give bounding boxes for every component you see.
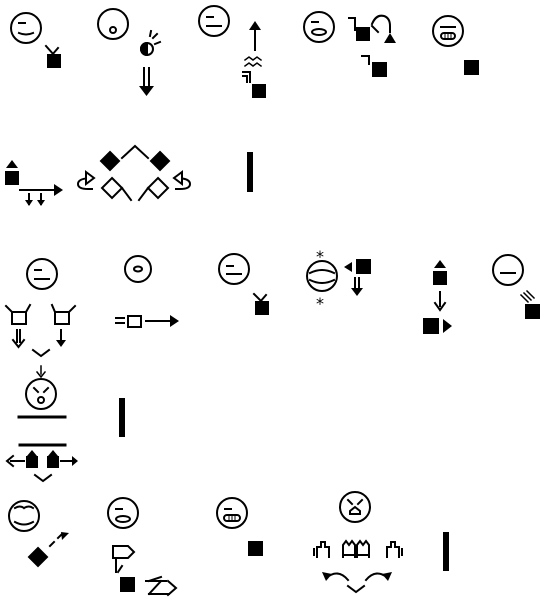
bent-hand-icon (361, 55, 387, 77)
hand-with-arrow-icon (344, 259, 371, 274)
small-chevron-icon (31, 348, 51, 358)
face-icon (26, 258, 58, 290)
sign-2-2 (76, 144, 192, 202)
arrows-left-right-icon (5, 454, 78, 468)
open-hand-right-icon (50, 303, 77, 325)
sign-1-1 (10, 12, 61, 68)
fist-hand-icon (248, 541, 263, 556)
sign-3-2 (115, 255, 179, 328)
sign-4-3 (216, 497, 263, 556)
sign-4-1 (8, 500, 69, 568)
hand-with-arrow-icon (115, 559, 135, 592)
double-arrow-down-icon (351, 277, 363, 296)
diamond-outline-left-icon (100, 176, 133, 202)
bent-hand-icon (242, 71, 266, 98)
face-icon (198, 5, 230, 37)
sign-1-4 (303, 11, 396, 77)
curved-arrow-right-icon (172, 170, 192, 190)
sign-3-4: * * (306, 247, 371, 313)
face-icon (303, 11, 335, 43)
small-chevron-icon (33, 473, 53, 483)
small-arrow-down-icon (35, 365, 47, 379)
small-chevron-icon (346, 584, 366, 594)
face-with-brows-icon (306, 260, 338, 292)
arrow-up-icon (249, 21, 261, 51)
hand-shape-icon (433, 260, 447, 285)
sign-3-6 (492, 254, 540, 319)
arrow-right-icon (145, 315, 179, 327)
curved-arrows-apart-icon (322, 572, 392, 582)
hand-with-lines-icon (115, 315, 142, 328)
hand-shape-icon (5, 160, 19, 185)
arrows-down-pair-icon (11, 329, 66, 349)
hand-with-spread-fingers-icon (44, 44, 61, 68)
face-icon (124, 255, 152, 283)
hand-with-spread-fingers-icon (252, 292, 269, 315)
asterisk-top-icon: * (316, 247, 324, 266)
open-hand-left-icon (4, 303, 32, 325)
surprised-face-icon (25, 378, 57, 410)
zigzag-arrow-icon (145, 575, 178, 597)
diamond-hand-icon (27, 546, 49, 568)
chevron-link-icon (120, 144, 150, 160)
curved-arrow-left-icon (76, 170, 96, 190)
fist-hand-icon (464, 60, 479, 75)
sentence-bar (443, 532, 449, 571)
asterisk-bottom-icon: * (316, 294, 324, 313)
sign-4-2 (107, 497, 178, 597)
diamond-outline-right-icon (137, 176, 170, 202)
face-icon (107, 497, 139, 529)
face-icon (218, 253, 250, 285)
face-with-brows-icon (8, 500, 40, 532)
long-arrow-right-icon (19, 184, 63, 196)
face-icon (10, 12, 42, 44)
sign-1-5 (432, 15, 479, 75)
sentence-bar (247, 152, 253, 192)
dotted-arrow-up-right-icon (48, 532, 69, 548)
face-with-teeth-icon (432, 15, 464, 47)
pointing-hand-icon (112, 545, 136, 559)
diamond-filled-right-icon (149, 150, 171, 172)
sign-1-2 (97, 8, 162, 96)
circling-arrow-icon (370, 14, 396, 43)
sign-1-3 (198, 5, 266, 98)
double-arrow-down-icon (139, 67, 154, 96)
sign-3-3 (218, 253, 269, 315)
arrow-down-icon (433, 291, 447, 312)
fist-hand-icon (423, 318, 452, 334)
sign-3-5 (423, 260, 452, 334)
hands-up-pair-icon (26, 450, 59, 468)
diamond-filled-left-icon (99, 150, 121, 172)
wavy-hand-icon (519, 289, 540, 319)
face-with-teeth-icon (216, 497, 248, 529)
sign-4-4 (313, 491, 403, 594)
hand-with-hook-icon (348, 17, 370, 41)
face-icon (492, 254, 524, 286)
sentence-bar (119, 398, 125, 437)
wavy-movement-icon (243, 56, 263, 68)
double-arrow-down-small-icon (25, 193, 45, 206)
sign-2-1 (5, 160, 63, 206)
half-filled-hand-icon (140, 29, 162, 57)
face-icon (97, 8, 129, 40)
sign-3-1 (4, 258, 77, 419)
small-arrow-up-icon (313, 548, 403, 556)
sign-3-7 (5, 443, 78, 483)
open-hands-group-icon (316, 539, 400, 558)
face-with-tongue-icon (339, 491, 371, 523)
asterisk-mark: * (316, 247, 324, 266)
asterisk-mark: * (316, 294, 324, 313)
